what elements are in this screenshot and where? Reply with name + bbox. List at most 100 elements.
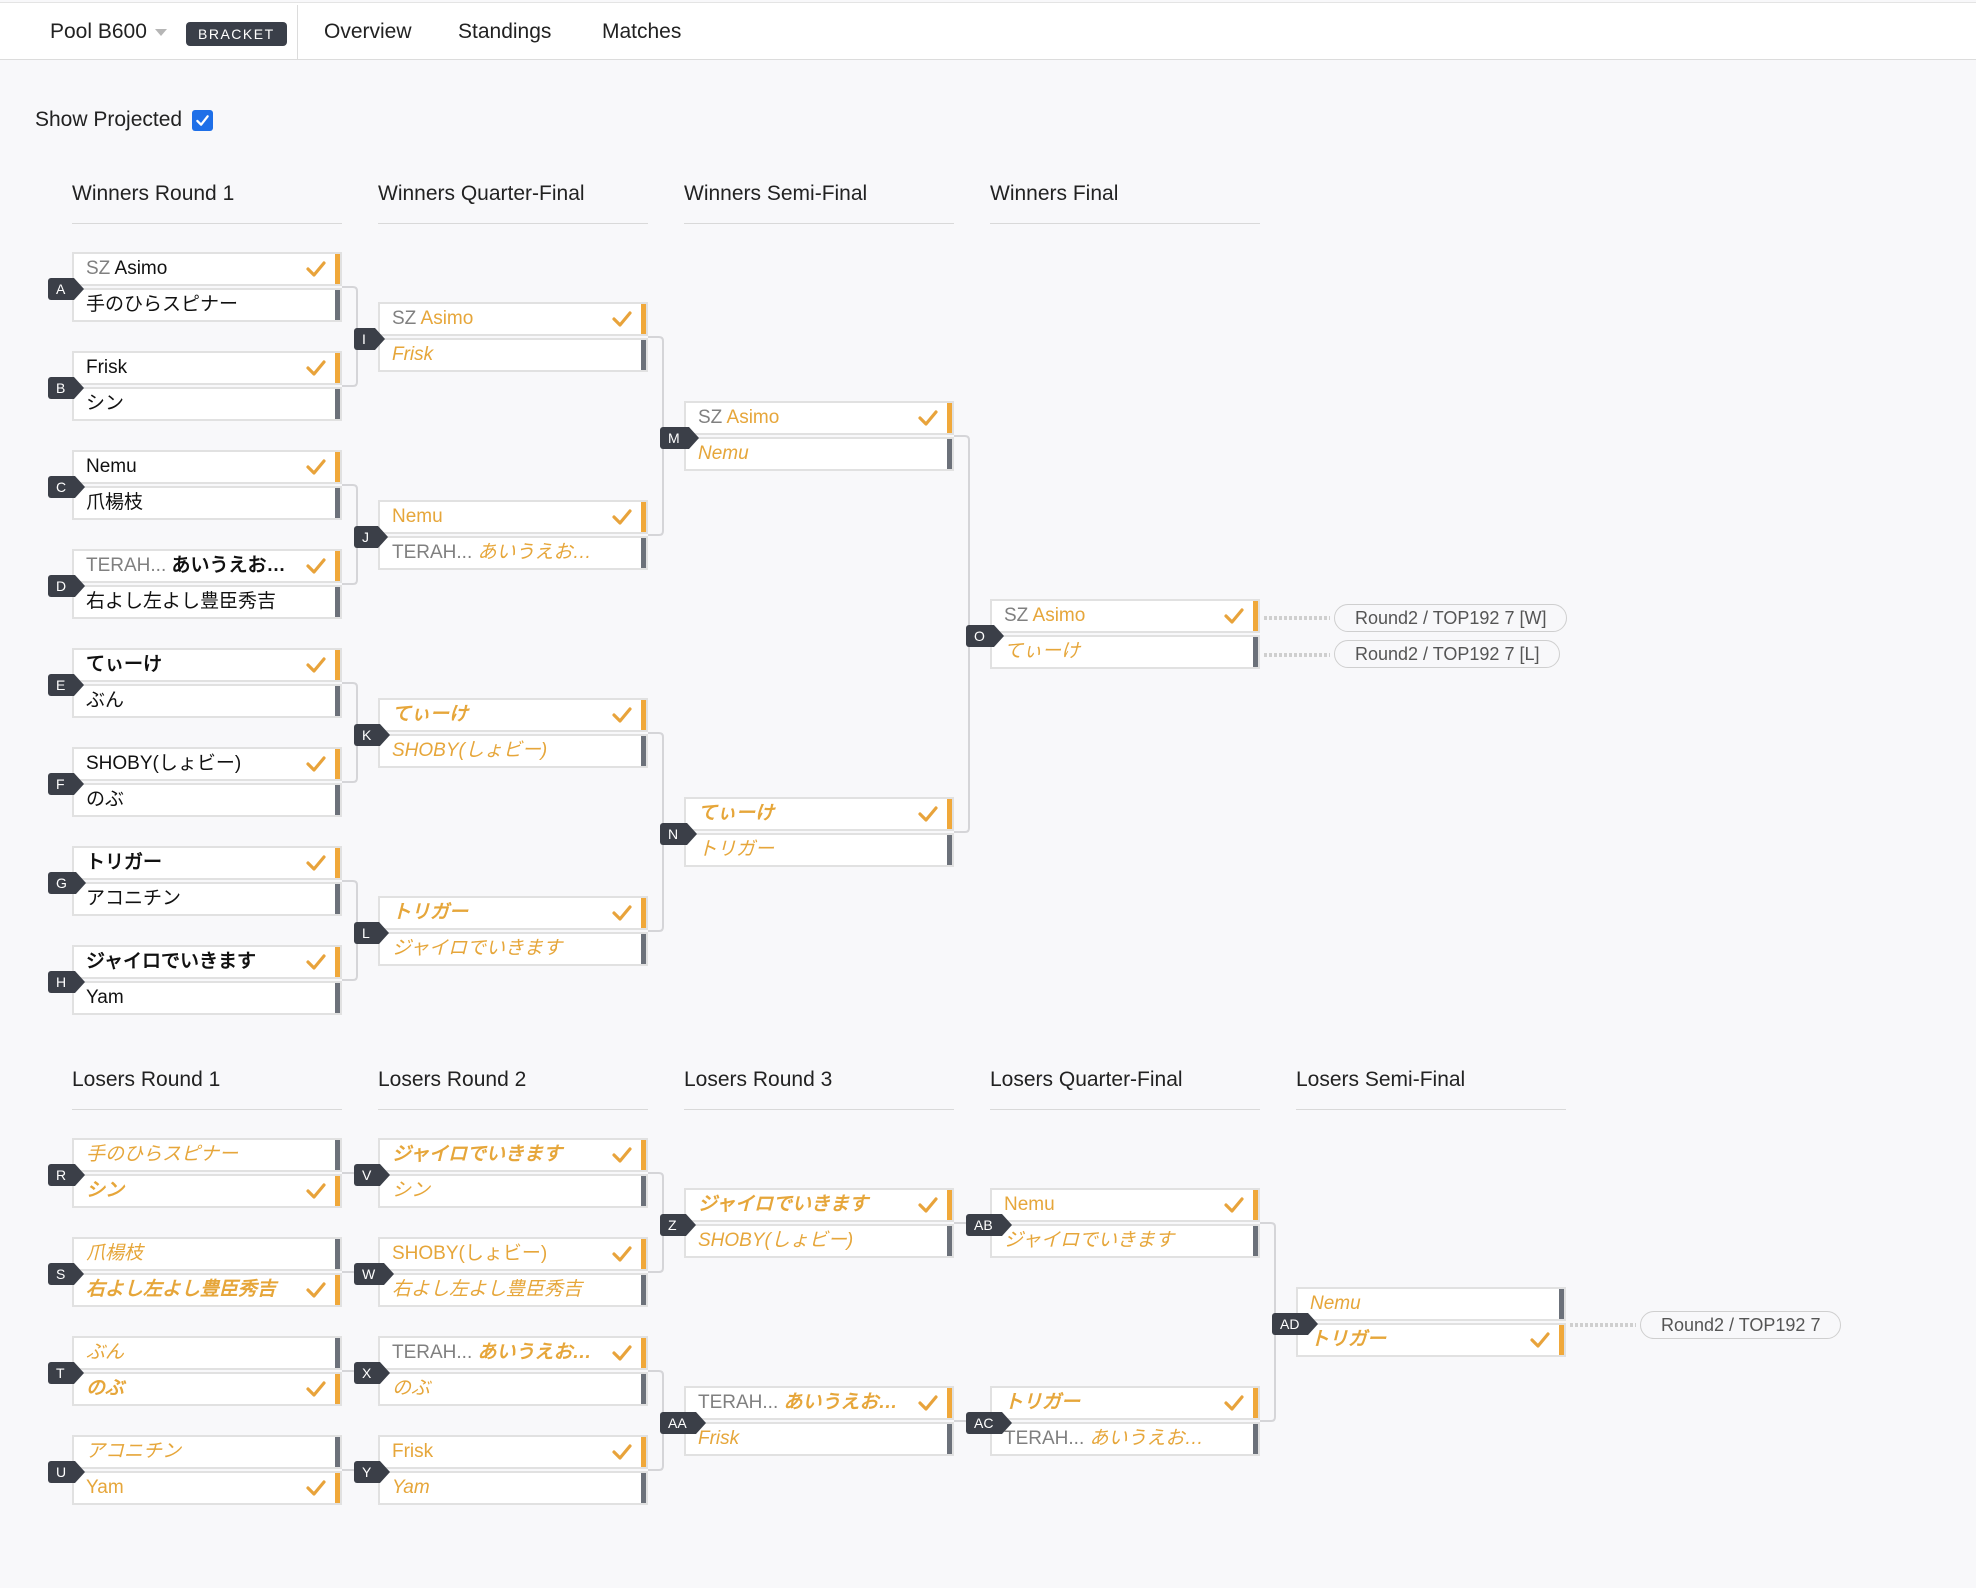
player-gamertag: シン xyxy=(392,1180,431,1201)
match-slot[interactable]: てぃーけ xyxy=(378,698,648,732)
tab-matches[interactable]: Matches xyxy=(602,20,682,43)
match-slot[interactable]: トリガー xyxy=(378,896,648,930)
match-slot[interactable]: てぃーけ xyxy=(684,797,954,831)
match-slot[interactable]: トリガー xyxy=(1296,1323,1566,1357)
match-slot[interactable]: ぶん xyxy=(72,1336,342,1370)
match-slot[interactable]: TERAH... あいうえおかん xyxy=(72,549,342,583)
match-slot[interactable]: アコニチン xyxy=(72,1435,342,1469)
match-slot[interactable]: SHOBY(しょビー) xyxy=(378,734,648,768)
match-slot[interactable]: シン xyxy=(72,387,342,421)
match-slot[interactable]: 爪楊枝 xyxy=(72,1237,342,1271)
match-slot[interactable]: ぶん xyxy=(72,684,342,718)
match-slot[interactable]: 爪楊枝 xyxy=(72,486,342,520)
match-slot[interactable]: てぃーけ xyxy=(990,635,1260,669)
match-slot[interactable]: SHOBY(しょビー) xyxy=(72,747,342,781)
match-slot[interactable]: ジャイロでいきます xyxy=(990,1224,1260,1258)
projected-destination-loser[interactable]: Round2 / TOP192 7 [L] xyxy=(1334,640,1561,668)
match-slot[interactable]: のぶ xyxy=(378,1372,648,1406)
pool-selector[interactable]: Pool B600 xyxy=(50,3,167,61)
tab-overview[interactable]: Overview xyxy=(324,20,412,43)
projected-destination-losers-semi[interactable]: Round2 / TOP192 7 xyxy=(1640,1311,1842,1339)
match-slot[interactable]: Nemu xyxy=(1296,1287,1566,1321)
match-slot[interactable]: Yam xyxy=(72,981,342,1015)
match-slot[interactable]: てぃーけ xyxy=(72,648,342,682)
match-slot[interactable]: SZ Asimo xyxy=(72,252,342,286)
match-slot[interactable]: ジャイロでいきます xyxy=(378,932,648,966)
match-slot[interactable]: SZ Asimo xyxy=(684,401,954,435)
match-slot[interactable]: 手のひらスピナー xyxy=(72,288,342,322)
player-prefix: TERAH... xyxy=(1004,1428,1085,1449)
match-slot[interactable]: のぶ xyxy=(72,1372,342,1406)
player-gamertag: Frisk xyxy=(392,344,434,365)
match-slot[interactable]: ジャイロでいきます xyxy=(684,1188,954,1222)
projected-destination-winner[interactable]: Round2 / TOP192 7 [W] xyxy=(1334,604,1568,632)
match-slot[interactable]: アコニチン xyxy=(72,882,342,916)
check-icon xyxy=(306,558,326,574)
match-slot[interactable]: SHOBY(しょビー) xyxy=(378,1237,648,1271)
match-slot[interactable]: のぶ xyxy=(72,783,342,817)
match-slot[interactable]: SHOBY(しょビー) xyxy=(684,1224,954,1258)
match-slot[interactable]: トリガー xyxy=(72,846,342,880)
tab-standings[interactable]: Standings xyxy=(458,20,552,43)
match-slot[interactable]: 右よし左よし豊臣秀吉 xyxy=(378,1273,648,1307)
match-slot[interactable]: 右よし左よし豊臣秀吉 xyxy=(72,1273,342,1307)
nav-divider xyxy=(297,5,298,59)
match-slot[interactable]: Nemu xyxy=(72,450,342,484)
match-slot[interactable]: ジャイロでいきます xyxy=(378,1138,648,1172)
match-slot[interactable]: ジャイロでいきます xyxy=(72,945,342,979)
match-slot[interactable]: シン xyxy=(72,1174,342,1208)
match-slot[interactable]: Nemu xyxy=(378,500,648,534)
match-slot[interactable]: TERAH... あいうえおかん xyxy=(378,1336,648,1370)
match-slot[interactable]: Nemu xyxy=(990,1188,1260,1222)
match-slot[interactable]: トリガー xyxy=(990,1386,1260,1420)
match-slot[interactable]: TERAH... あいうえおかん xyxy=(990,1422,1260,1456)
match-slot[interactable]: SZ Asimo xyxy=(378,302,648,336)
check-icon xyxy=(612,1147,632,1163)
match-slot[interactable]: TERAH... あいうえおかん xyxy=(684,1386,954,1420)
player-name: 右よし左よし豊臣秀吉 xyxy=(86,1275,300,1305)
match-slot[interactable]: シン xyxy=(378,1174,648,1208)
match-slot[interactable]: SZ Asimo xyxy=(990,599,1260,633)
match-slot[interactable]: Frisk xyxy=(378,338,648,372)
match-slot[interactable]: TERAH... あいうえおかん xyxy=(378,536,648,570)
check-icon xyxy=(306,459,326,475)
match-slot[interactable]: Frisk xyxy=(378,1435,648,1469)
match-slot[interactable]: トリガー xyxy=(684,833,954,867)
match-slot[interactable]: Yam xyxy=(378,1471,648,1505)
match-slot[interactable]: Yam xyxy=(72,1471,342,1505)
match-slot[interactable]: 右よし左よし豊臣秀吉 xyxy=(72,585,342,619)
match-slot[interactable]: Frisk xyxy=(72,351,342,385)
show-projected-checkbox[interactable] xyxy=(192,109,214,131)
match-slot[interactable]: Nemu xyxy=(684,437,954,471)
match-slot[interactable]: Frisk xyxy=(684,1422,954,1456)
match-slot[interactable]: 手のひらスピナー xyxy=(72,1138,342,1172)
